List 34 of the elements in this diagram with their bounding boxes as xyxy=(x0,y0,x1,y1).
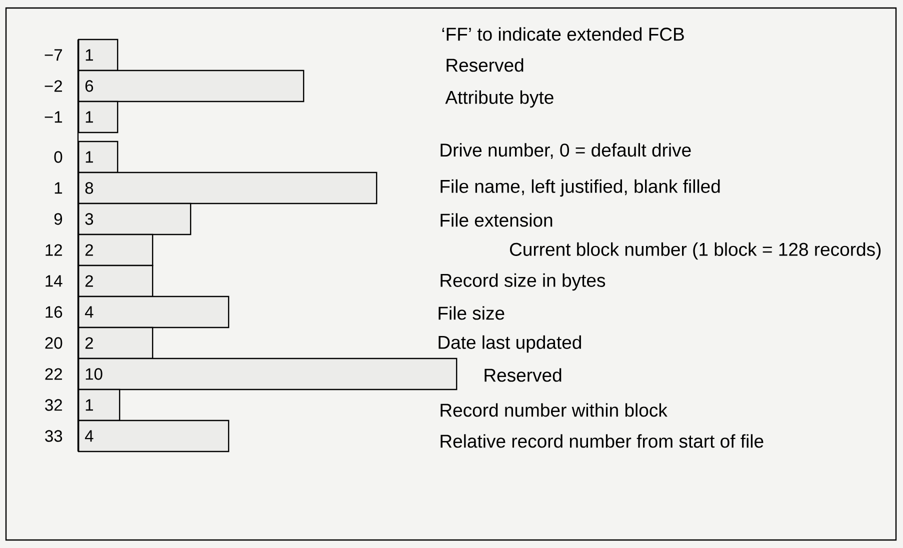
field-box: 1 xyxy=(78,140,118,174)
field-description: ‘FF’ to indicate extended FCB xyxy=(442,27,684,41)
field-description: Attribute byte xyxy=(445,90,554,108)
offset-number: 22 xyxy=(45,368,62,380)
field-description: File name, left justified, blank filled xyxy=(440,179,720,197)
field-box: 1 xyxy=(78,38,118,72)
field-box: 2 xyxy=(78,234,154,266)
offset-number: 16 xyxy=(46,306,62,318)
field-description: Reserved xyxy=(446,58,524,72)
offset-number: 14 xyxy=(46,275,62,287)
offset-number: 20 xyxy=(45,337,62,349)
field-box: 2 xyxy=(78,264,154,298)
offset-number: 0 xyxy=(54,151,62,163)
offset-number: 32 xyxy=(45,399,62,411)
field-box: 1 xyxy=(78,388,120,422)
offset-number: 1 xyxy=(54,182,62,194)
field-box: 1 xyxy=(78,100,118,134)
field-box: 3 xyxy=(78,202,192,236)
field-description: File size xyxy=(438,306,504,320)
field-box: 2 xyxy=(78,326,154,360)
field-description: Record number within block xyxy=(440,403,668,417)
offset-number: 9 xyxy=(54,213,62,225)
field-description: Date last updated xyxy=(438,335,581,353)
offset-number: −7 xyxy=(44,49,62,61)
offset-number: −1 xyxy=(44,111,62,123)
field-description: Relative record number from start of file xyxy=(440,434,764,448)
offset-number: 33 xyxy=(45,430,62,442)
field-description: Drive number, 0 = default drive xyxy=(440,143,691,159)
field-description: Current block number (1 block = 128 records) xyxy=(510,242,881,260)
field-description: Record size in bytes xyxy=(440,273,606,291)
field-description: Reserved xyxy=(484,368,562,382)
field-description: File extension xyxy=(440,213,552,227)
offset-number: 12 xyxy=(46,244,62,256)
offset-number: −2 xyxy=(44,80,62,92)
